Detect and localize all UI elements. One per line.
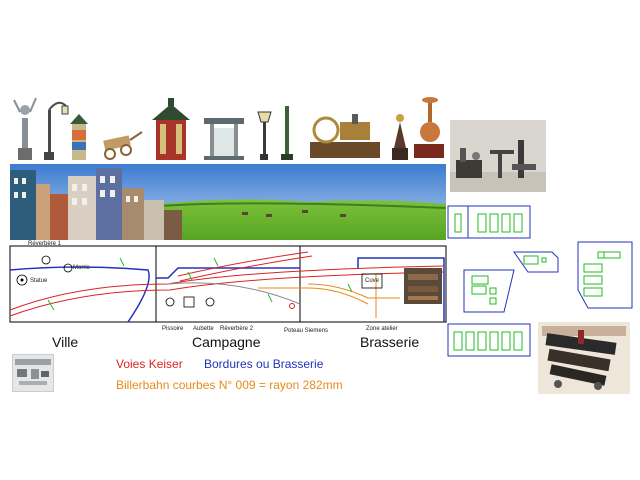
legend-keiser: Voies Keiser	[116, 357, 183, 371]
aubette-icon	[204, 118, 244, 160]
kiosk-icon	[152, 98, 190, 160]
track-plan	[8, 244, 448, 324]
label-reverbere1: Réverbère 1	[28, 241, 62, 247]
lamp-post-icon	[257, 111, 272, 160]
label-statue: Statue	[30, 278, 48, 284]
legend-billerbahn: Billerbahn courbes N° 009 = rayon 282mm	[116, 378, 343, 392]
label-cuve: Cuve	[365, 278, 380, 284]
zone-ville: Ville	[52, 334, 79, 350]
label-reverbere2: Réverbère 2	[220, 326, 254, 332]
label-poteau: Poteau Siemens	[284, 328, 329, 334]
module-plans	[444, 200, 640, 360]
zone-brasserie: Brasserie	[360, 334, 420, 350]
label-aubette: Aubette	[193, 326, 214, 332]
layout-thumbnail	[12, 354, 54, 392]
morris-column-icon	[70, 114, 88, 160]
machines-photo	[450, 120, 546, 192]
cart-icon	[103, 131, 143, 160]
boiler-icon	[414, 97, 444, 158]
bell-device-icon	[392, 114, 408, 160]
label-morris: Morris	[73, 265, 90, 271]
label-zone: Zone atelier	[366, 326, 398, 332]
trains-photo	[538, 322, 630, 394]
steam-engine-icon	[310, 114, 380, 158]
label-pissoire: Pissoire	[162, 326, 184, 332]
street-lamp-icon	[44, 101, 69, 160]
statue-icon	[13, 97, 37, 160]
pole-icon	[281, 106, 293, 160]
object-icon-row	[10, 92, 450, 164]
zone-campagne: Campagne	[192, 334, 261, 350]
legend-bordures: Bordures ou Brasserie	[204, 357, 324, 371]
panorama-banner	[10, 164, 446, 240]
